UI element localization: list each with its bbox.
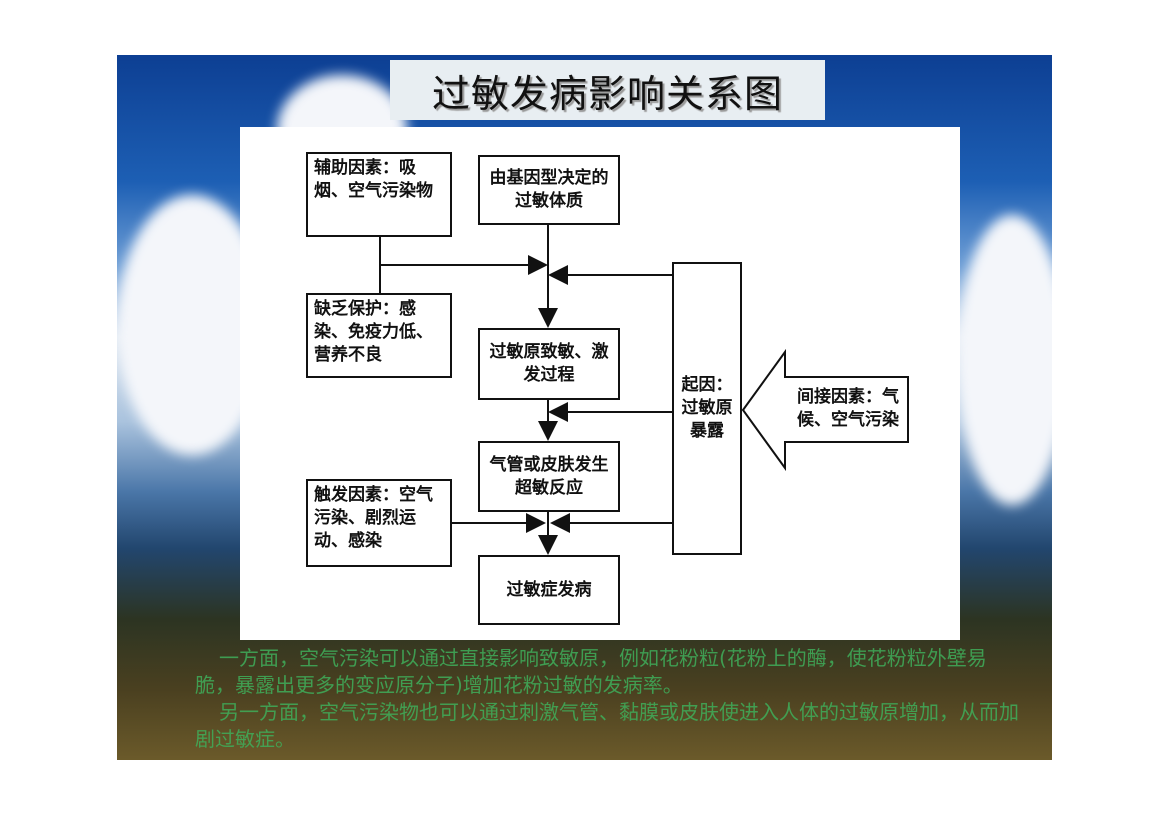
explanation-text: 一方面，空气污染可以通过直接影响致敏原，例如花粉粒(花粉上的酶，使花粉粒外壁易脆… (195, 645, 1025, 753)
flow-diagram: 辅助因素：吸烟、空气污染物 由基因型决定的过敏体质 缺乏保护：感染、免疫力低、营… (240, 127, 960, 640)
slide-title: 过敏发病影响关系图 (390, 60, 825, 120)
onset-box: 过敏症发病 (478, 555, 620, 625)
paragraph-1: 一方面，空气污染可以通过直接影响致敏原，例如花粉粒(花粉上的酶，使花粉粒外壁易脆… (195, 646, 987, 697)
auxiliary-factors-box: 辅助因素：吸烟、空气污染物 (306, 152, 452, 237)
reaction-box: 气管或皮肤发生超敏反应 (478, 441, 620, 512)
indirect-factors-box: 间接因素：气候、空气污染 (797, 387, 899, 430)
sensitization-box: 过敏原致敏、激发过程 (478, 328, 620, 400)
lack-protection-box: 缺乏保护：感染、免疫力低、营养不良 (306, 293, 452, 378)
cause-box: 起因：过敏原暴露 (672, 262, 742, 555)
connector-lines (379, 225, 672, 555)
trigger-factors-box: 触发因素：空气污染、剧烈运动、感染 (306, 479, 452, 567)
paragraph-2: 另一方面，空气污染物也可以通过刺激气管、黏膜或皮肤使进入人体的过敏原增加，从而加… (195, 700, 1019, 751)
genotype-box: 由基因型决定的过敏体质 (478, 155, 620, 225)
